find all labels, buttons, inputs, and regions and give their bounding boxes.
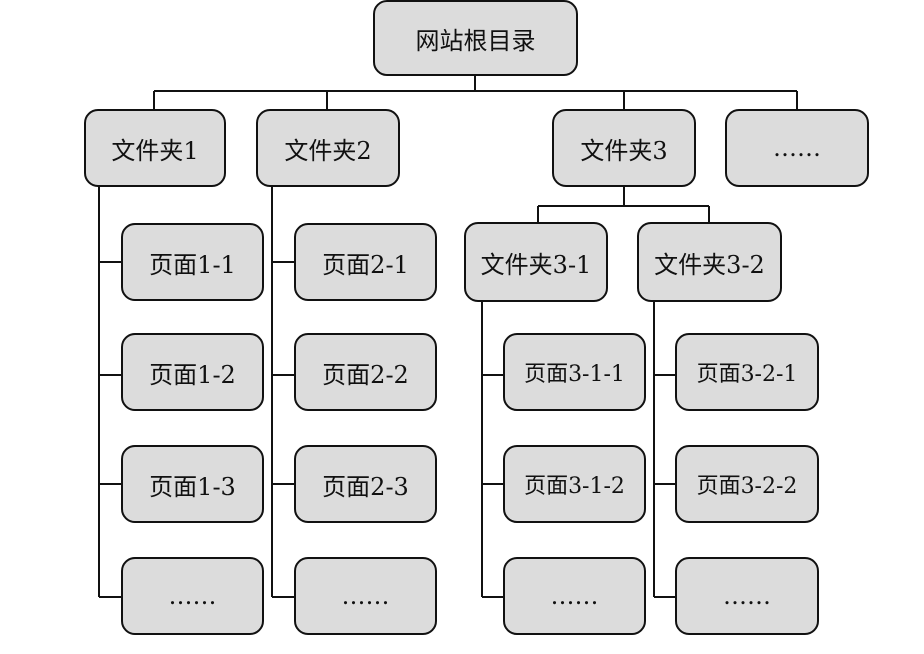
folder-3-node: 文件夹3 xyxy=(552,109,696,187)
page-3-1-more-node: …… xyxy=(503,557,646,635)
page-2-2-node: 页面2-2 xyxy=(294,333,437,411)
page-1-3-node: 页面1-3 xyxy=(121,445,264,523)
page-2-3-node: 页面2-3 xyxy=(294,445,437,523)
page-3-1-2-node: 页面3-1-2 xyxy=(503,445,646,523)
root-node: 网站根目录 xyxy=(373,0,578,76)
page-3-2-2-node: 页面3-2-2 xyxy=(675,445,819,523)
page-3-2-more-node: …… xyxy=(675,557,819,635)
folder-3-1-node: 文件夹3-1 xyxy=(464,222,608,302)
folder-2-node: 文件夹2 xyxy=(256,109,400,187)
folder-3-2-node: 文件夹3-2 xyxy=(637,222,782,302)
page-3-2-1-node: 页面3-2-1 xyxy=(675,333,819,411)
page-3-1-1-node: 页面3-1-1 xyxy=(503,333,646,411)
page-1-1-node: 页面1-1 xyxy=(121,223,264,301)
page-2-more-node: …… xyxy=(294,557,437,635)
page-2-1-node: 页面2-1 xyxy=(294,223,437,301)
folder-more-node: …… xyxy=(725,109,869,187)
folder-1-node: 文件夹1 xyxy=(84,109,226,187)
page-1-more-node: …… xyxy=(121,557,264,635)
page-1-2-node: 页面1-2 xyxy=(121,333,264,411)
